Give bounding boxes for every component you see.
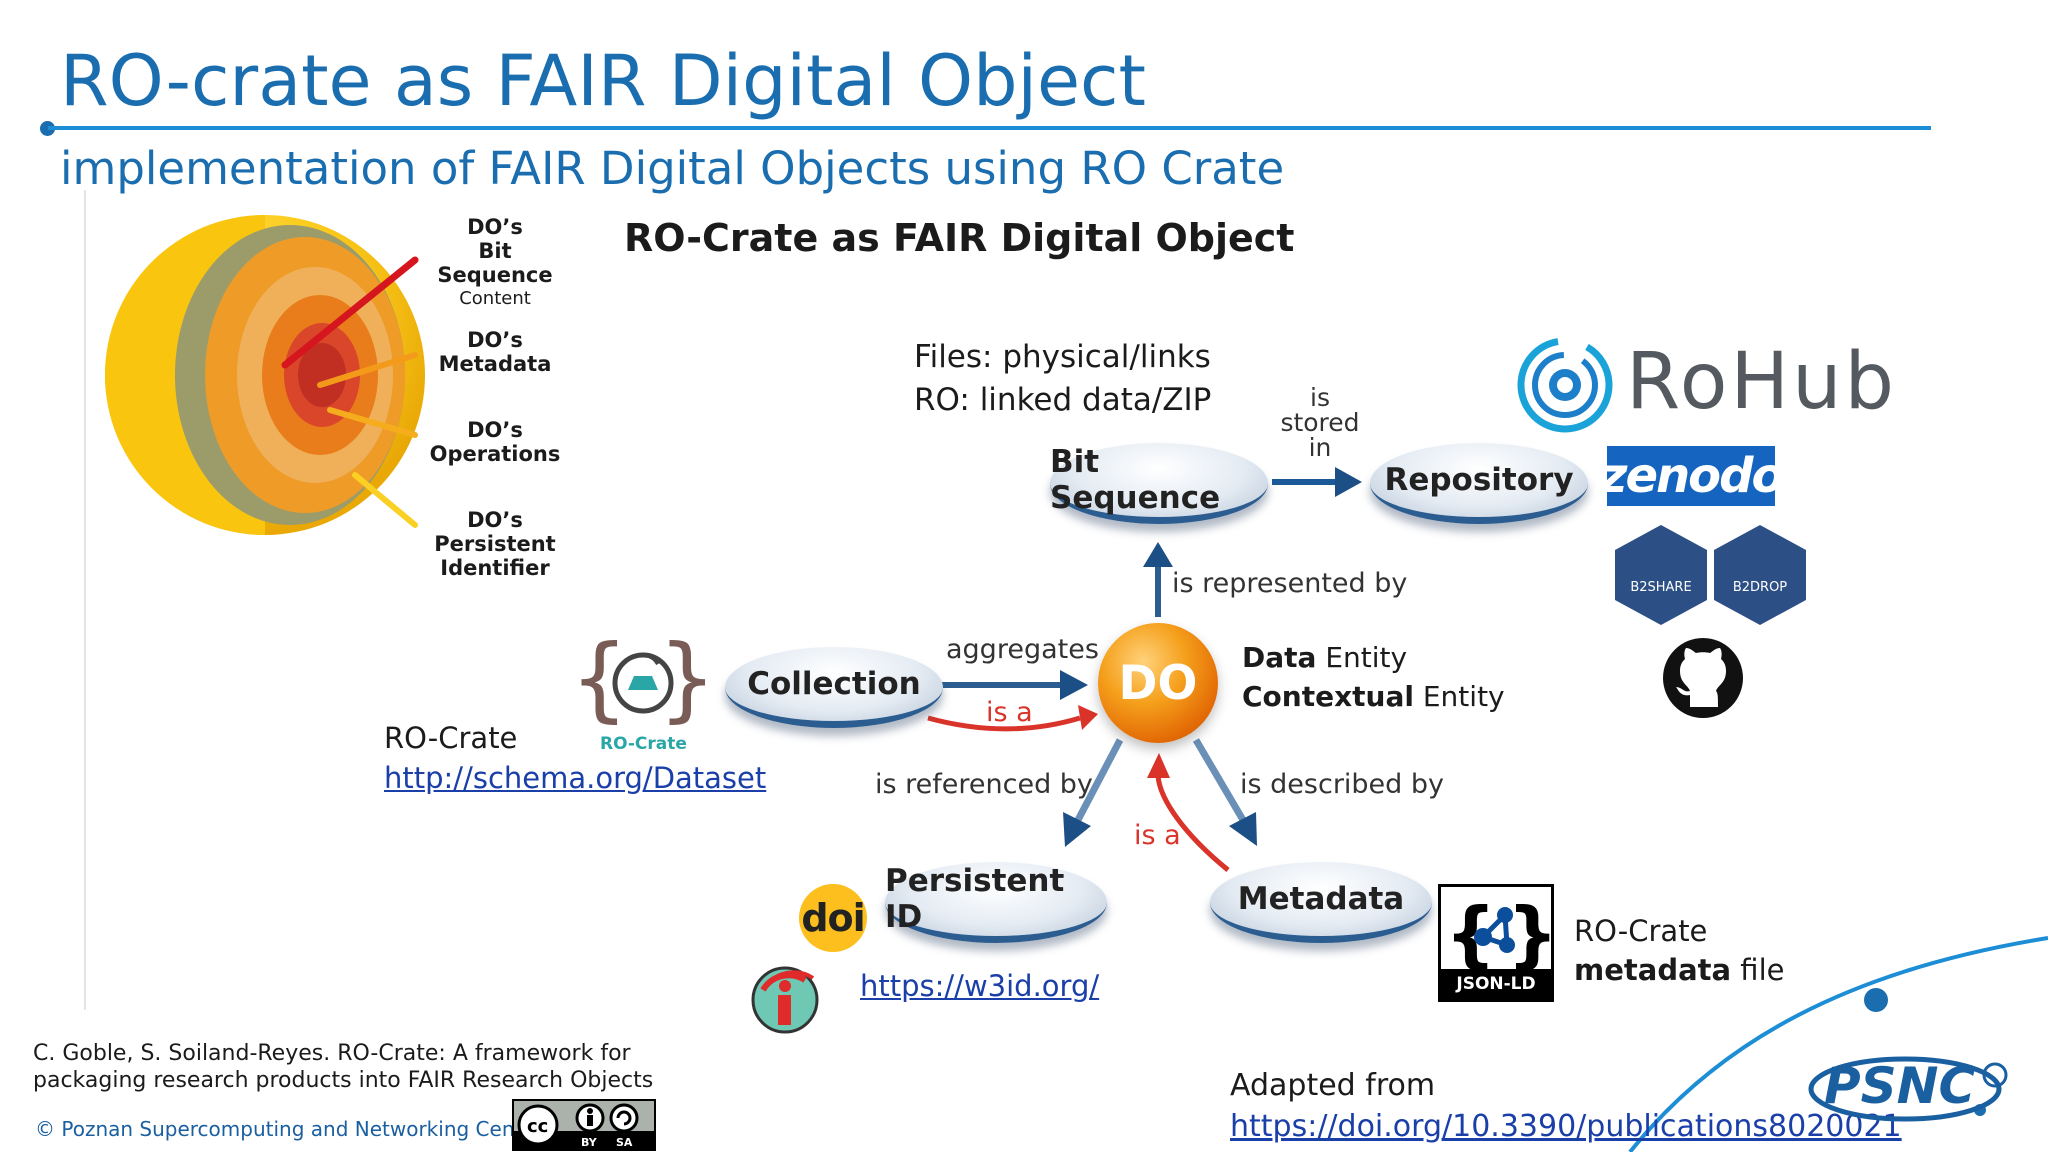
title-rule xyxy=(48,126,1931,130)
relation-word: is xyxy=(1310,383,1330,412)
relation-word: in xyxy=(1308,433,1332,462)
schema-dataset-link[interactable]: http://schema.org/Dataset xyxy=(384,761,767,795)
core-label-line: Content xyxy=(459,288,531,309)
copyright-notice: © Poznan Supercomputing and Networking C… xyxy=(35,1117,543,1141)
jsonld-logo: { } JSON-LD xyxy=(1438,884,1554,1002)
relation-is-described-by: is described by xyxy=(1240,769,1445,800)
contextual-entity-line: Contextual Entity xyxy=(1242,677,1505,716)
svg-text:SA: SA xyxy=(616,1136,633,1149)
relation-is-stored-in: is stored in xyxy=(1276,385,1364,460)
core-label-persistent-identifier: DO’s Persistent Identifier xyxy=(380,508,610,580)
relation-is-represented-by: is represented by xyxy=(1172,568,1408,599)
relation-is-a-metadata: is a xyxy=(1134,820,1181,851)
doi-logo-icon: doi xyxy=(799,884,867,952)
w3id-logo-icon xyxy=(751,966,819,1034)
left-guide-line xyxy=(84,190,86,1010)
psnc-logo-ring-icon xyxy=(1808,1056,2008,1122)
entity-rest: Entity xyxy=(1316,641,1408,674)
ro-crate-logo-icon: { } xyxy=(570,628,716,732)
rohub-logo-text: RoHub xyxy=(1626,337,1898,427)
data-entity-line: Data Entity xyxy=(1242,638,1505,677)
svg-text:{: { xyxy=(570,628,629,732)
diagram-title: RO-Crate as FAIR Digital Object xyxy=(624,216,1295,260)
ro-crate-label: RO-Crate xyxy=(384,721,518,755)
jsonld-note-bold: metadata xyxy=(1574,953,1732,987)
entity-bold: Data xyxy=(1242,641,1317,674)
rohub-logo-icon xyxy=(1517,337,1613,433)
node-bit-sequence: Bit Sequence xyxy=(1050,443,1268,524)
ro-crate-logo-caption: RO-Crate xyxy=(600,734,687,754)
relation-word: stored xyxy=(1280,408,1360,437)
do-layers-illustration xyxy=(105,215,425,535)
jsonld-note: RO-Crate metadata file xyxy=(1574,912,1784,990)
psnc-logo: PSNC xyxy=(1824,1057,1976,1115)
arrow-is-a-metadata xyxy=(1155,775,1230,872)
adapted-label: Adapted from xyxy=(1230,1068,1436,1103)
cc-icon xyxy=(517,1104,559,1146)
jsonld-note-rest: file xyxy=(1731,953,1785,987)
node-metadata: Metadata xyxy=(1210,862,1432,943)
cc-license-badge: cc BY SA xyxy=(512,1099,656,1151)
core-label-line: DO’s xyxy=(467,328,523,352)
relation-aggregates: aggregates xyxy=(946,634,1099,665)
svg-text:}: } xyxy=(658,628,716,732)
jsonld-note-line: RO-Crate xyxy=(1574,914,1708,948)
slide-title: RO-crate as FAIR Digital Object xyxy=(60,40,1146,122)
core-label-line: Metadata xyxy=(438,352,552,376)
github-icon xyxy=(1663,638,1743,718)
jsonld-note-line: metadata file xyxy=(1574,951,1784,990)
adapted-from: Adapted from https://doi.org/10.3390/pub… xyxy=(1230,1065,1902,1147)
title-rule-dot xyxy=(40,121,55,136)
files-note-line: Files: physical/links xyxy=(914,339,1211,375)
credit-line: packaging research products into FAIR Re… xyxy=(33,1068,654,1093)
core-label-line: DO’s xyxy=(467,215,523,239)
w3id-link[interactable]: https://w3id.org/ xyxy=(860,969,1100,1003)
svg-text:BY: BY xyxy=(581,1136,598,1149)
node-collection: Collection xyxy=(725,647,943,728)
core-label-line: DO’s xyxy=(467,508,523,532)
arrow-is-a-collection xyxy=(927,715,1081,732)
node-repository: Repository xyxy=(1370,443,1588,524)
sa-icon xyxy=(609,1103,639,1133)
entity-bold: Contextual xyxy=(1242,680,1414,713)
cc-by-sa-icons: cc BY SA xyxy=(514,1103,654,1149)
svg-text:}: } xyxy=(1507,892,1551,973)
relation-is-a-collection: is a xyxy=(986,697,1033,728)
credit-line: C. Goble, S. Soiland-Reyes. RO-Crate: A … xyxy=(33,1041,631,1066)
arrow-is-described-by xyxy=(1192,738,1247,822)
jsonld-caption: JSON-LD xyxy=(1441,969,1551,999)
core-label-operations: DO’s Operations xyxy=(420,418,570,466)
slide-subtitle: implementation of FAIR Digital Objects u… xyxy=(60,142,1285,195)
core-label-line: Operations xyxy=(429,442,561,466)
entity-rest: Entity xyxy=(1413,680,1505,713)
core-label-line: Bit Sequence xyxy=(437,239,553,287)
node-persistent-id: Persistent ID xyxy=(885,862,1107,943)
files-note-line: RO: linked data/ZIP xyxy=(914,382,1212,418)
core-label-line: DO’s xyxy=(467,418,523,442)
core-label-metadata: DO’s Metadata xyxy=(420,328,570,376)
citation-credit: C. Goble, S. Soiland-Reyes. RO-Crate: A … xyxy=(33,1040,653,1094)
b2share-logo: B2SHARE xyxy=(1615,525,1707,625)
entity-types: Data Entity Contextual Entity xyxy=(1242,638,1505,716)
b2drop-logo: B2DROP xyxy=(1714,525,1806,625)
adapted-link[interactable]: https://doi.org/10.3390/publications8020… xyxy=(1230,1109,1902,1144)
core-label-line: Persistent Identifier xyxy=(434,532,556,580)
decorative-orbit-arc xyxy=(1628,936,2048,1152)
core-label-bit-sequence: DO’s Bit Sequence Content xyxy=(420,215,570,311)
jsonld-graph-icon: { } xyxy=(1445,892,1551,973)
arrow-is-referenced-by xyxy=(1074,738,1124,822)
svg-text:cc: cc xyxy=(527,1116,548,1137)
files-note: Files: physical/links RO: linked data/ZI… xyxy=(914,336,1211,422)
zenodo-logo: zenodo xyxy=(1599,446,1785,506)
ro-crate-reference: RO-Crate http://schema.org/Dataset xyxy=(384,718,766,798)
node-do: DO xyxy=(1098,623,1218,743)
relation-is-referenced-by: is referenced by xyxy=(875,769,1093,800)
